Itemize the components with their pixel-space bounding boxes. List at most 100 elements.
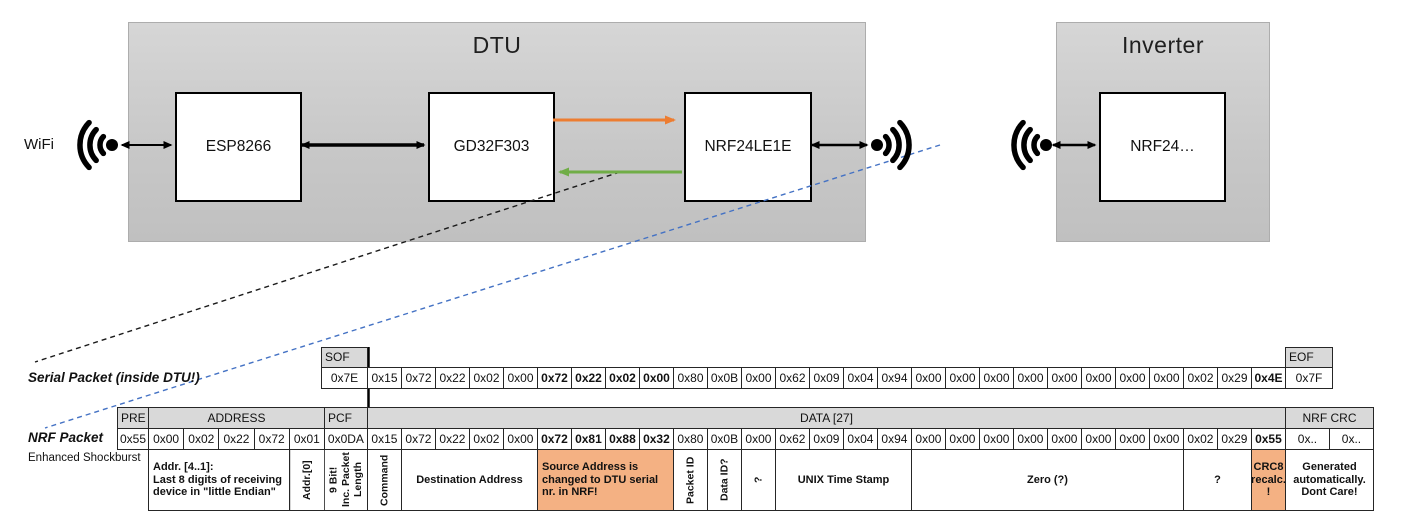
annotation-cell: ?	[1183, 450, 1251, 510]
inverter-title: Inverter	[1122, 32, 1204, 58]
nrf-byte-cell: 0x29	[1217, 429, 1251, 449]
serial-byte-cell: 0x62	[776, 368, 809, 388]
serial-byte-cell: 0x00	[1082, 368, 1115, 388]
gd32f303-box: GD32F303	[428, 92, 555, 202]
nrf-crc-value-cell: 0x..	[1285, 429, 1329, 449]
nrf-byte-cell: 0x72	[537, 429, 571, 449]
address-byte-cell: 0x00	[149, 429, 184, 449]
nrf-byte-cell: 0x55	[1251, 429, 1285, 449]
eof-value-cell: 0x7F	[1286, 368, 1332, 388]
serial-byte-cell: 0x72	[538, 368, 571, 388]
nrf24le1e-box: NRF24LE1E	[684, 92, 812, 202]
serial-byte-cell: 0x0B	[708, 368, 741, 388]
wifi-icon-left	[77, 119, 118, 171]
serial-byte-cell: 0x4E	[1252, 368, 1285, 388]
serial-byte-cell: 0x02	[470, 368, 503, 388]
annotation-cell: Addr. [4..1]: Last 8 digits of receiving…	[149, 450, 289, 510]
serial-byte-cell: 0x00	[980, 368, 1013, 388]
nrf-byte-cell: 0x02	[1183, 429, 1217, 449]
nrf-byte-cell: 0x94	[877, 429, 911, 449]
nrf-byte-cell: 0x00	[911, 429, 945, 449]
esp8266-label: ESP8266	[205, 138, 272, 155]
annotation-cell: Data ID?	[707, 450, 741, 510]
serial-byte-cell: 0x72	[402, 368, 435, 388]
eof-header-cell: EOF	[1285, 347, 1333, 368]
nrf-byte-cell: 0x02	[469, 429, 503, 449]
nrf-byte-cell: 0x88	[605, 429, 639, 449]
pcf-header-cell: PCF	[325, 408, 367, 428]
address-byte-cell: 0x01	[289, 429, 324, 449]
serial-byte-cell: 0x22	[436, 368, 469, 388]
serial-byte-cell: 0x00	[1048, 368, 1081, 388]
wifi-label: WiFi	[24, 136, 54, 153]
annotation-cell: Generated automatically. Dont Care!	[1285, 450, 1373, 510]
inverter-nrf24-label: NRF24…	[1130, 138, 1195, 155]
esp8266-box: ESP8266	[175, 92, 302, 202]
nrf-byte-cell: 0x15	[367, 429, 401, 449]
pre-header-cell: PRE	[118, 408, 148, 428]
wifi-icon-inverter	[1011, 119, 1052, 171]
nrf-crc-value-cell: 0x..	[1329, 429, 1373, 449]
sof-header-cell: SOF	[321, 347, 368, 368]
serial-byte-cell: 0x00	[946, 368, 979, 388]
nrf-byte-cell: 0x00	[1149, 429, 1183, 449]
nrf-byte-cell: 0x00	[741, 429, 775, 449]
nrf-byte-cell: 0x0B	[707, 429, 741, 449]
annotation-cell: Source Address is changed to DTU serial …	[537, 450, 673, 510]
serial-byte-cell: 0x29	[1218, 368, 1251, 388]
sof-value-cell: 0x7E	[322, 368, 367, 388]
address-header-cell: ADDRESS	[149, 408, 324, 428]
nrf-byte-cell: 0x00	[503, 429, 537, 449]
enhanced-shockburst-label: Enhanced Shockburst	[28, 452, 141, 464]
serial-byte-cell: 0x00	[1014, 368, 1047, 388]
nrf-crc-header-cell: NRF CRC	[1286, 408, 1373, 428]
serial-byte-cell: 0x80	[674, 368, 707, 388]
nrf-byte-cell: 0x09	[809, 429, 843, 449]
nrf-byte-cell: 0x81	[571, 429, 605, 449]
annotation-cell: Destination Address	[401, 450, 537, 510]
nrf-header-row: PRE ADDRESS PCF DATA [27] NRF CRC	[117, 407, 1374, 429]
nrf-byte-cell: 0x32	[639, 429, 673, 449]
nrf-byte-cell: 0x00	[945, 429, 979, 449]
inverter-nrf24-box: NRF24…	[1099, 92, 1226, 202]
annotation-row: Addr. [4..1]: Last 8 digits of receiving…	[148, 449, 1374, 511]
nrf-byte-cell: 0x00	[1047, 429, 1081, 449]
annotation-cell: 9 Bit! Inc. Packet Length	[324, 450, 367, 510]
serial-byte-cell: 0x00	[912, 368, 945, 388]
nrf-byte-cell: 0x00	[979, 429, 1013, 449]
serial-byte-cell: 0x09	[810, 368, 843, 388]
nrf-byte-cell: 0x00	[1115, 429, 1149, 449]
annotation-cell: Zero (?)	[911, 450, 1183, 510]
serial-byte-cell: 0x15	[368, 368, 401, 388]
serial-byte-cell: 0x02	[1184, 368, 1217, 388]
serial-byte-cell: 0x00	[640, 368, 673, 388]
nrf-byte-cell: 0x62	[775, 429, 809, 449]
serial-byte-cell: 0x00	[504, 368, 537, 388]
address-byte-cell: 0x22	[219, 429, 254, 449]
serial-byte-cell: 0x00	[742, 368, 775, 388]
wifi-icon-right	[871, 119, 912, 171]
annotation-cell: UNIX Time Stamp	[775, 450, 911, 510]
serial-packet-label: Serial Packet (inside DTU!)	[28, 370, 200, 385]
annotation-cell: Command	[367, 450, 401, 510]
nrf-byte-cell: 0x00	[1013, 429, 1047, 449]
serial-byte-cell: 0x00	[1116, 368, 1149, 388]
data-header-cell: DATA [27]	[368, 408, 1285, 428]
annotation-cell: ?	[741, 450, 775, 510]
pcf-value-cell: 0x0DA	[324, 429, 367, 449]
annotation-cell: Packet ID	[673, 450, 707, 510]
dtu-title: DTU	[472, 32, 522, 58]
serial-byte-cell: 0x22	[572, 368, 605, 388]
serial-byte-cell: 0x94	[878, 368, 911, 388]
nrf-byte-cell: 0x04	[843, 429, 877, 449]
serial-byte-cell: 0x04	[844, 368, 877, 388]
serial-byte-cell: 0x00	[1150, 368, 1183, 388]
annotation-cell: CRC8 recalc. !	[1251, 450, 1285, 510]
nrf-byte-cell: 0x00	[1081, 429, 1115, 449]
annotation-cell: Addr.[0]	[289, 450, 324, 510]
nrf-byte-cell: 0x72	[401, 429, 435, 449]
nrf24le1e-label: NRF24LE1E	[704, 138, 792, 155]
